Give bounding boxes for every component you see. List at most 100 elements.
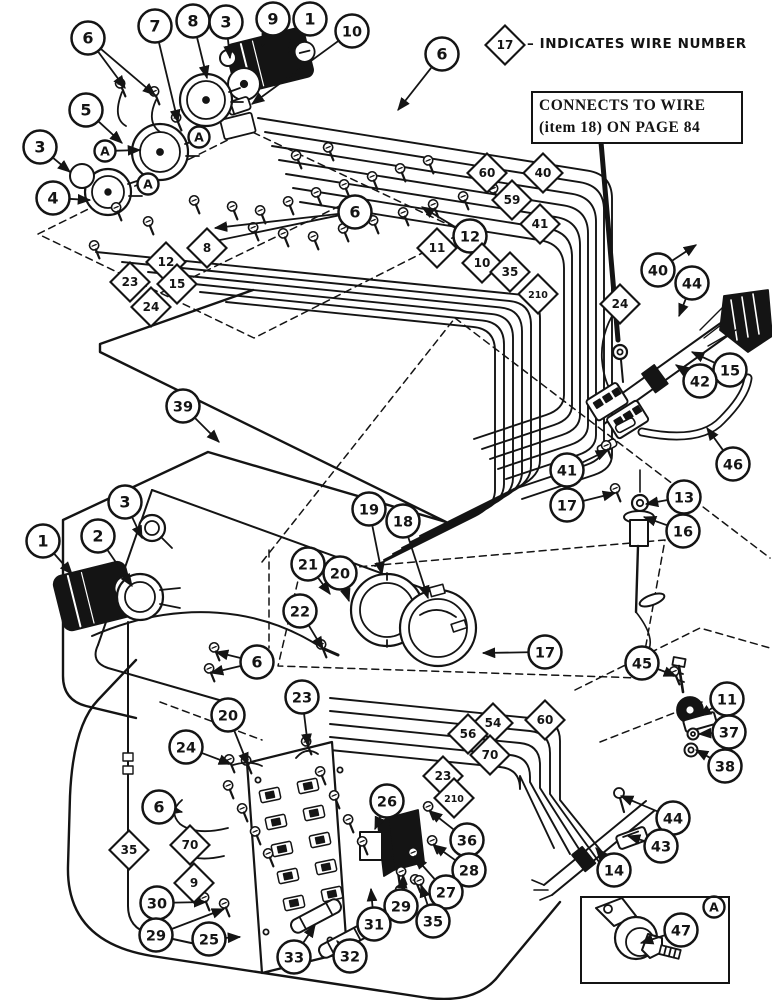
callout-6: 6 (70, 20, 106, 56)
gauge-8 (178, 72, 244, 128)
terminal-lug (277, 227, 290, 248)
svg-text:18: 18 (393, 515, 413, 531)
callout-1-leader (53, 553, 73, 575)
svg-text:24: 24 (612, 297, 629, 311)
terminal-lug (426, 834, 439, 855)
bezel-2 (115, 572, 165, 622)
terminal-lug (142, 215, 155, 236)
svg-text:41: 41 (557, 464, 577, 480)
terminal-lug (262, 847, 275, 868)
wire-diamond-9: 9 (172, 861, 216, 905)
terminal-lug (148, 85, 161, 106)
callout-35: 35 (415, 903, 451, 939)
callout-12: 12 (452, 218, 488, 254)
letter-marker-A: A (136, 172, 160, 196)
callout-29: 29 (138, 917, 174, 953)
callout-40: 40 (640, 252, 676, 288)
wire-diamond-56: 56 (446, 712, 490, 756)
callout-43-leader (626, 834, 645, 845)
wire-bundle-top (257, 117, 613, 500)
jumper-wire (150, 99, 161, 133)
note-box: CONNECTS TO WIRE (item 18) ON PAGE 84 (531, 91, 743, 144)
callout-20-leader (340, 587, 351, 603)
svg-text:56: 56 (460, 727, 477, 741)
terminal-lug (208, 641, 221, 662)
callout-30: 30 (139, 885, 175, 921)
terminal-lug (609, 482, 622, 503)
wire-diamond-24: 24 (129, 285, 173, 329)
callout-9: 9 (255, 1, 291, 37)
terminal-lug (322, 141, 335, 162)
callout-2: 2 (80, 518, 116, 554)
wire-diamond-70: 70 (468, 733, 512, 777)
callout-10: 10 (334, 13, 370, 49)
callout-44: 44 (655, 800, 691, 836)
callout-41-leader (582, 449, 610, 464)
main-harness-cable (585, 289, 772, 455)
jumper-wire (116, 91, 127, 127)
callout-23-leader (301, 714, 312, 748)
callout-21: 21 (290, 546, 326, 582)
svg-text:1: 1 (304, 10, 315, 29)
svg-text:28: 28 (459, 864, 479, 880)
wire-diamond-40: 40 (521, 151, 565, 195)
callout-20: 20 (210, 697, 246, 733)
letter-marker-A: A (702, 895, 726, 919)
svg-text:A: A (194, 130, 204, 145)
callout-23: 23 (284, 679, 320, 715)
callout-3-leader (131, 517, 143, 540)
callout-32: 32 (332, 938, 368, 974)
callout-15: 15 (712, 352, 748, 388)
callout-29: 29 (383, 888, 419, 924)
callout-37: 37 (711, 714, 747, 750)
svg-text:19: 19 (359, 503, 379, 519)
callout-6: 6 (239, 644, 275, 680)
callout-29-leader (172, 908, 226, 930)
fuel-sender-assembly (623, 469, 666, 655)
svg-text:60: 60 (537, 713, 554, 727)
svg-text:30: 30 (147, 897, 167, 913)
svg-text:44: 44 (663, 812, 683, 828)
svg-text:4: 4 (47, 189, 58, 208)
callout-18: 18 (385, 503, 421, 539)
svg-text:15: 15 (169, 277, 186, 291)
callout-46: 46 (715, 446, 751, 482)
callout-13: 13 (666, 479, 702, 515)
callout-6: 6 (337, 194, 373, 230)
gauge-cluster (69, 27, 316, 217)
wire-diamond-8: 8 (185, 226, 229, 270)
wire-diamond-60: 60 (523, 698, 567, 742)
wire-22-cable (91, 611, 340, 657)
callout-45-leader (658, 666, 678, 677)
svg-text:12: 12 (158, 255, 175, 269)
wire-diamond-59: 59 (490, 178, 534, 222)
callout-17-leader (481, 647, 528, 659)
callout-41: 41 (549, 452, 585, 488)
callout-11: 11 (709, 681, 745, 717)
callout-26-leader (374, 815, 385, 831)
callout-3-leader (223, 39, 235, 60)
callout-2-leader (107, 549, 133, 588)
terminal-lug (422, 800, 435, 821)
terminal-lug (422, 154, 435, 175)
callout-17: 17 (527, 634, 563, 670)
svg-text:40: 40 (648, 264, 668, 280)
callout-16-leader (642, 516, 667, 527)
svg-text:6: 6 (153, 798, 164, 817)
callout-3: 3 (208, 4, 244, 40)
callout-36-leader (429, 810, 454, 830)
callout-26: 26 (369, 783, 405, 819)
svg-text:A: A (143, 177, 153, 192)
terminal-lug (290, 149, 303, 170)
svg-text:23: 23 (122, 275, 139, 289)
terminal-lug (203, 662, 216, 683)
svg-text:27: 27 (436, 886, 456, 902)
callout-33: 33 (276, 939, 312, 975)
svg-text:70: 70 (482, 748, 499, 762)
callout-14: 14 (596, 852, 632, 888)
svg-text:17: 17 (497, 38, 514, 52)
callout-43: 43 (643, 828, 679, 864)
callout-35-leader (419, 883, 430, 905)
svg-text:29: 29 (146, 929, 166, 945)
callout-10-leader (250, 40, 339, 105)
